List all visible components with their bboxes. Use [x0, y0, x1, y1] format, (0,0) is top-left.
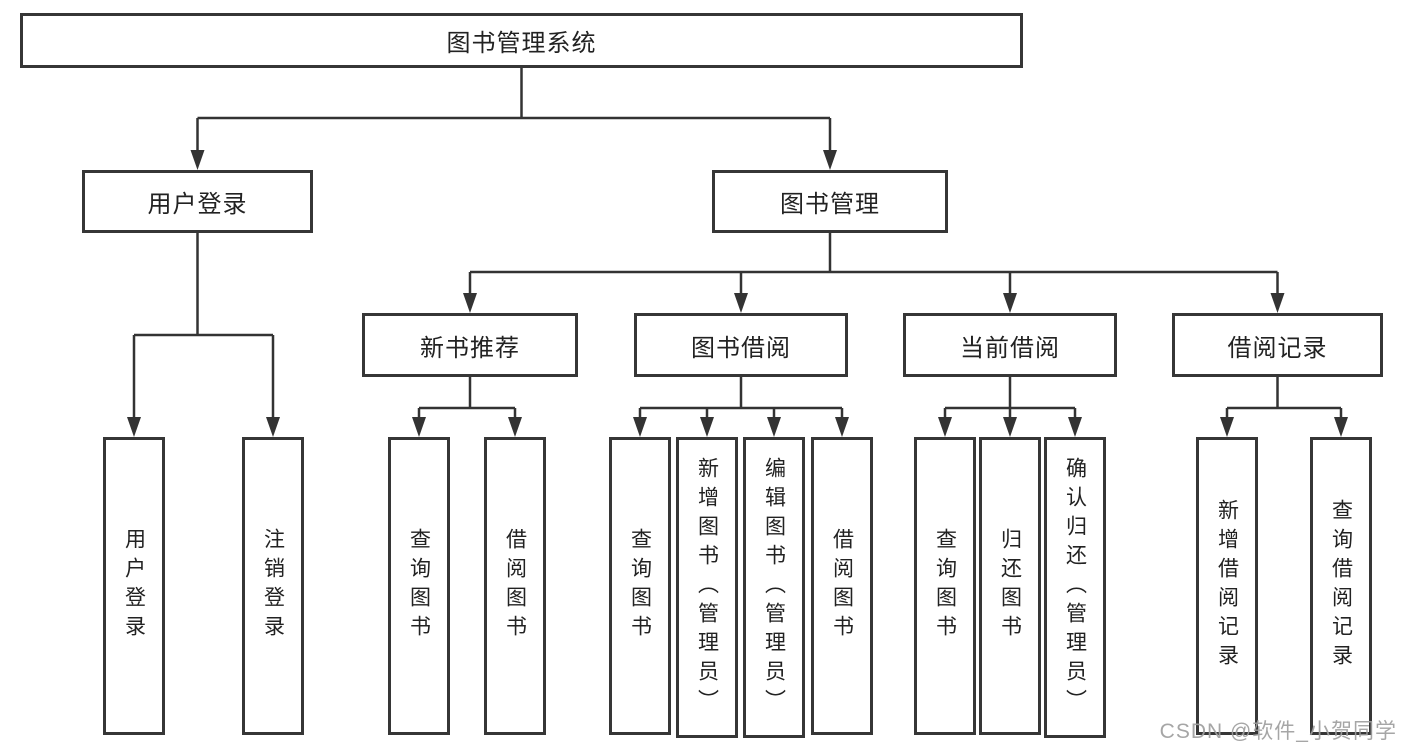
leaf-add-books-admin: 新增图书（管理员） [676, 437, 738, 738]
leaf-return-books: 归还图书 [979, 437, 1041, 735]
connector-newbook-to-leaves [412, 377, 522, 437]
leaf-user-login: 用户登录 [103, 437, 165, 735]
node-book-borrow: 图书借阅 [634, 313, 848, 377]
connector-userlogin-to-leaves [127, 233, 280, 437]
node-borrow-records: 借阅记录 [1172, 313, 1383, 377]
leaf-query-borrow-record: 查询借阅记录 [1310, 437, 1372, 735]
watermark-text: CSDN @软件_小贺同学 [1159, 720, 1397, 743]
leaf-add-borrow-record: 新增借阅记录 [1196, 437, 1258, 735]
leaf-edit-books-admin: 编辑图书（管理员） [743, 437, 805, 738]
leaf-query-books-borrow: 查询图书 [609, 437, 671, 735]
leaf-query-books-recommend: 查询图书 [388, 437, 450, 735]
node-current-borrow: 当前借阅 [903, 313, 1117, 377]
leaf-logout: 注销登录 [242, 437, 304, 735]
node-root-library-system: 图书管理系统 [20, 13, 1023, 68]
leaf-confirm-return-admin: 确认归还（管理员） [1044, 437, 1106, 738]
connector-root-to-level2 [190, 68, 837, 170]
node-book-management: 图书管理 [712, 170, 948, 233]
connector-bookborrow-to-leaves [633, 377, 849, 437]
leaf-borrow-books: 借阅图书 [811, 437, 873, 735]
leaf-borrow-books-recommend: 借阅图书 [484, 437, 546, 735]
connector-borrowrecords-to-leaves [1220, 377, 1348, 437]
node-user-login: 用户登录 [82, 170, 313, 233]
connector-bookmgmt-to-level3 [463, 233, 1285, 313]
connector-currentborrow-to-leaves [938, 377, 1082, 437]
leaf-query-books-current: 查询图书 [914, 437, 976, 735]
node-new-book-recommend: 新书推荐 [362, 313, 578, 377]
